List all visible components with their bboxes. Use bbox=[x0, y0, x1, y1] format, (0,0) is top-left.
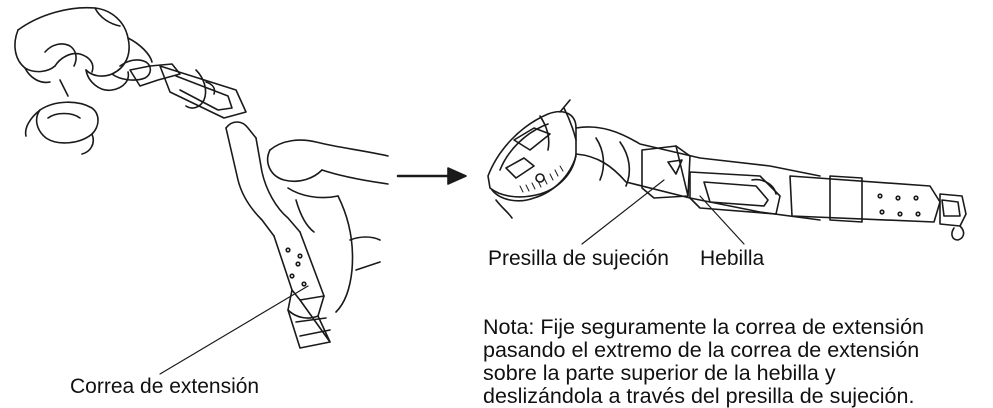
note-text: Nota: Fije seguramente la correa de exte… bbox=[483, 316, 988, 408]
right-extension-strap bbox=[789, 175, 967, 241]
note-line: deslizándola a través del presilla de su… bbox=[483, 384, 915, 408]
buckle-label: Hebilla bbox=[700, 247, 765, 270]
left-illustration bbox=[14, 6, 389, 375]
arrow-right-icon bbox=[396, 167, 467, 185]
right-watch-case bbox=[487, 99, 577, 219]
extension-strap-label: Correa de extensión bbox=[70, 375, 260, 398]
right-illustration bbox=[487, 99, 967, 245]
extension-strap-leader bbox=[159, 285, 309, 375]
right-strap bbox=[575, 126, 821, 221]
note-line: sobre la parte superior de la hebilla y bbox=[483, 361, 836, 385]
left-strap-buckle bbox=[129, 63, 247, 119]
note-line: Nota: Fije seguramente la correa de exte… bbox=[483, 315, 924, 339]
buckle bbox=[689, 171, 781, 215]
upper-hand bbox=[14, 6, 153, 92]
retaining-loop bbox=[641, 145, 691, 199]
note-line: pasando el extremo de la correa de exten… bbox=[483, 338, 920, 362]
buckle-leader bbox=[699, 195, 745, 245]
retaining-loop-leader bbox=[581, 179, 665, 245]
lower-hand bbox=[266, 139, 389, 313]
left-extension-strap bbox=[225, 121, 331, 349]
retaining-loop-label: Presilla de sujeción bbox=[488, 247, 669, 270]
right-watch-bezel bbox=[519, 165, 564, 193]
left-watch bbox=[24, 43, 99, 155]
